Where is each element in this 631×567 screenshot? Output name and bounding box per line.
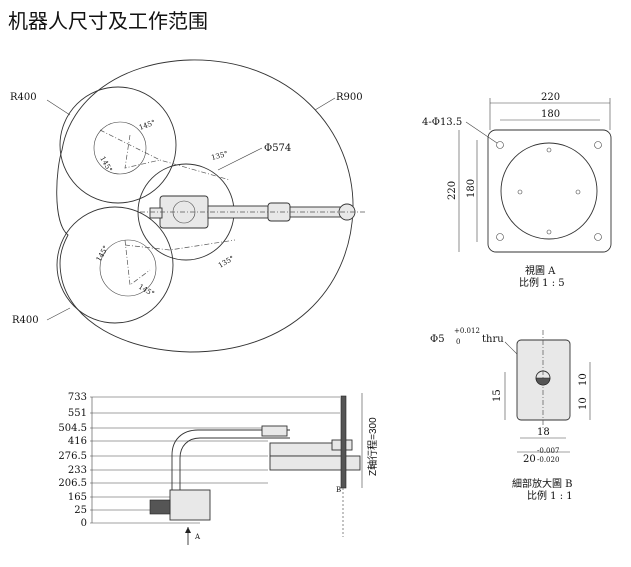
r900-label: R900 bbox=[336, 92, 363, 103]
height-label: 165 bbox=[68, 492, 87, 503]
dia574-leader bbox=[217, 147, 263, 171]
r400-lower-lobe bbox=[56, 206, 174, 324]
sweep-line-2 bbox=[124, 239, 236, 251]
mark-top bbox=[546, 147, 552, 153]
r900-arc bbox=[56, 59, 354, 353]
angle-145-a: 145° bbox=[138, 119, 157, 132]
sweep-line-1 bbox=[99, 129, 231, 181]
view-a: 220 180 220 180 4-Φ13.5 視圖 A 比例 1 : 5 bbox=[422, 92, 612, 289]
tol-lower: 0 bbox=[456, 338, 460, 346]
r900-leader bbox=[314, 97, 336, 111]
mark-right bbox=[575, 189, 581, 195]
r400-top-leader bbox=[46, 99, 71, 116]
height-label: 416 bbox=[68, 436, 87, 447]
angle-135-b: 135° bbox=[217, 254, 236, 269]
height-label: 0 bbox=[81, 518, 87, 529]
side-cable-box bbox=[149, 499, 171, 515]
dim-10-a: 10 bbox=[578, 373, 589, 386]
dim-18: 18 bbox=[537, 427, 550, 438]
mount-hole-tl bbox=[496, 141, 504, 149]
sweep-line-3 bbox=[124, 134, 161, 169]
view-a-scale: 比例 1 : 5 bbox=[519, 276, 565, 289]
dim-180-top: 180 bbox=[541, 109, 560, 120]
base-plate bbox=[487, 129, 612, 253]
side-base bbox=[169, 489, 211, 521]
side-cable-arc-outer bbox=[171, 429, 290, 490]
mount-hole-br bbox=[594, 233, 602, 241]
mark-left bbox=[517, 189, 523, 195]
angle-135-a: 135° bbox=[210, 150, 228, 162]
r400-top-label: R400 bbox=[10, 92, 37, 103]
hole-leader bbox=[465, 121, 498, 144]
detail-b: Φ5 +0.012 0 thru 15 10 10 18 20 -0.007 -… bbox=[430, 327, 591, 502]
height-label: 233 bbox=[68, 465, 87, 476]
detail-b-scale: 比例 1 : 1 bbox=[527, 489, 573, 502]
height-label: 25 bbox=[74, 505, 87, 516]
dim-220-left: 220 bbox=[447, 181, 458, 200]
dim-180-left: 180 bbox=[466, 179, 477, 198]
angle-145-c: 145° bbox=[95, 244, 110, 263]
sweep-line-4 bbox=[124, 239, 151, 286]
dim-10-b: 10 bbox=[578, 397, 589, 410]
label-b: B bbox=[336, 486, 341, 494]
dim-15: 15 bbox=[492, 389, 503, 402]
r400-upper-lobe bbox=[59, 86, 177, 204]
r400-bottom-label: R400 bbox=[12, 315, 39, 326]
mount-hole-tr bbox=[594, 141, 602, 149]
label-a: A bbox=[194, 533, 201, 541]
angle-145-b: 145° bbox=[98, 155, 113, 174]
side-view: 733 551 504.5 416 276.5 233 206.5 165 25 0 Z軸行程=3… bbox=[58, 392, 379, 545]
mount-hole-bl bbox=[496, 233, 504, 241]
dim-220-top: 220 bbox=[541, 92, 560, 103]
angle-145-d: 145° bbox=[137, 283, 156, 298]
height-dimensions: 733 551 504.5 416 276.5 233 206.5 165 25 0 bbox=[58, 392, 340, 529]
hole-label-b: Φ5 bbox=[430, 334, 445, 345]
side-z-shaft bbox=[340, 395, 347, 489]
detail-b-caption: 細部放大圖 B bbox=[512, 477, 573, 490]
drawing-title: 机器人尺寸及工作范围 bbox=[8, 9, 208, 33]
side-joint-cap bbox=[261, 425, 288, 437]
tol20-upper: -0.007 bbox=[537, 447, 559, 455]
side-arm2 bbox=[269, 455, 361, 471]
inner-upper-circle bbox=[93, 121, 147, 175]
thru-label: thru bbox=[482, 334, 504, 345]
cable-connector bbox=[149, 207, 163, 219]
side-cable-arc-inner bbox=[179, 437, 290, 490]
tol20-lower: -0.020 bbox=[537, 456, 559, 464]
height-label: 504.5 bbox=[58, 423, 87, 434]
tol-upper: +0.012 bbox=[454, 327, 480, 335]
top-view: R400 R900 R400 Φ574 145° 145° 145° 145° … bbox=[10, 59, 365, 353]
view-a-arrowhead bbox=[185, 527, 191, 533]
dia574-label: Φ574 bbox=[264, 143, 291, 154]
inner-lower-circle bbox=[99, 239, 157, 297]
hole-label: 4-Φ13.5 bbox=[422, 117, 462, 128]
r400-bottom-leader bbox=[46, 307, 71, 321]
view-a-caption: 視圖 A bbox=[525, 264, 556, 277]
plate-center-circle bbox=[500, 142, 598, 240]
height-label: 551 bbox=[68, 408, 87, 419]
dim-20: 20 bbox=[523, 454, 536, 465]
z-stroke-label: Z軸行程=300 bbox=[366, 417, 379, 476]
height-label: 733 bbox=[68, 392, 87, 403]
mark-bottom bbox=[546, 229, 552, 235]
height-label: 276.5 bbox=[58, 451, 87, 462]
height-label: 206.5 bbox=[58, 478, 87, 489]
